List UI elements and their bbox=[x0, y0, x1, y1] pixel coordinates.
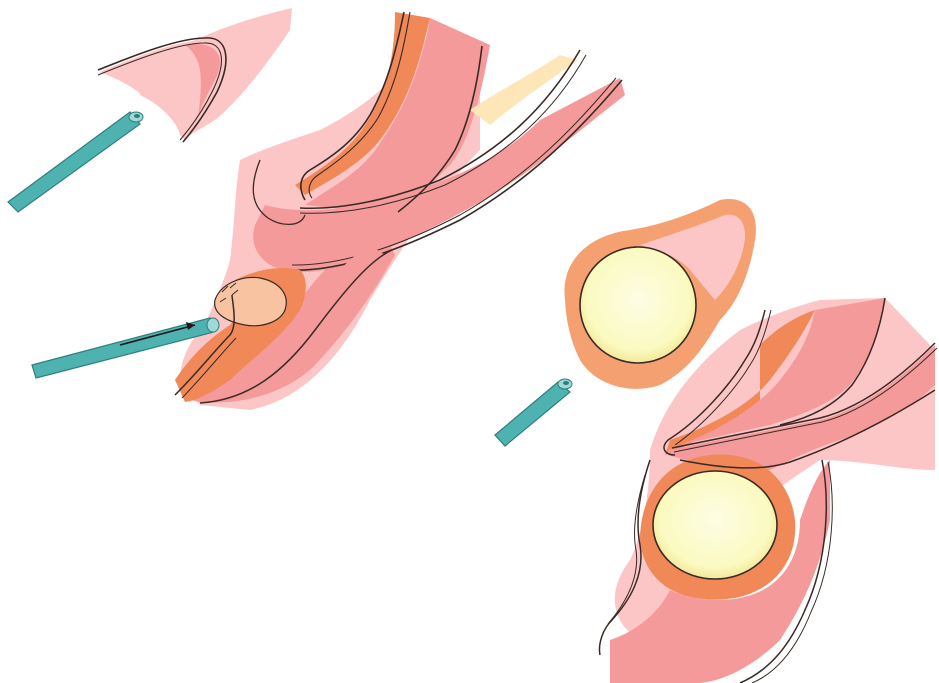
top-left-catheter bbox=[8, 112, 143, 212]
br-cyst bbox=[653, 471, 777, 579]
large-cyst bbox=[580, 247, 696, 363]
mid-right-catheter bbox=[495, 379, 572, 446]
